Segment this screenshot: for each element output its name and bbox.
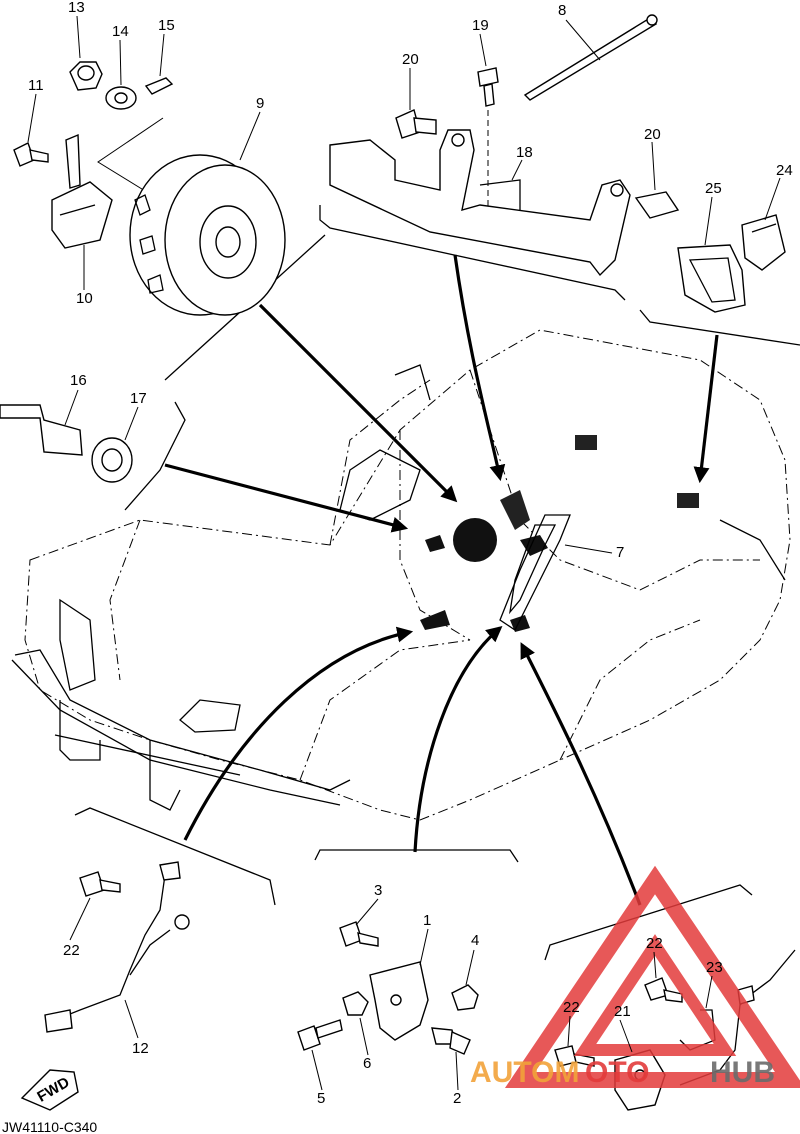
callout-5: 5	[317, 1090, 325, 1107]
part-6-nut	[342, 991, 369, 1016]
callout-17: 17	[130, 390, 147, 407]
callout-1: 1	[423, 912, 431, 929]
callout-22-left: 22	[63, 942, 80, 959]
part-17-socket	[91, 437, 133, 483]
part-9-flywheel	[129, 154, 286, 316]
center-cluster	[420, 490, 548, 632]
callout-leaders	[27, 15, 781, 1091]
part-16-bulb	[0, 404, 83, 456]
part-20-bolt-right	[634, 191, 680, 219]
part-15-key	[144, 77, 174, 95]
callout-10: 10	[76, 290, 93, 307]
watermark-text-left: AUTOM	[470, 1056, 579, 1089]
vehicle-body-outline	[24, 329, 791, 821]
part-8-cable-tie	[523, 14, 658, 101]
part-7-strap	[499, 514, 571, 631]
callout-9: 9	[256, 95, 264, 112]
part-4-nut	[451, 984, 479, 1011]
watermark-logo	[504, 865, 800, 1088]
callout-12: 12	[132, 1040, 149, 1057]
part-10-sensor	[51, 133, 113, 249]
callout-19: 19	[472, 17, 489, 34]
callout-7: 7	[616, 544, 624, 561]
callout-14: 14	[112, 23, 129, 40]
part-13-nut	[69, 61, 103, 91]
part-11-bolt	[13, 142, 49, 167]
watermark-text-middle: OTO	[585, 1056, 649, 1089]
callout-24: 24	[776, 162, 793, 179]
part-22-bolt-left	[79, 871, 121, 897]
callout-8: 8	[558, 2, 566, 19]
callout-11: 11	[28, 77, 44, 94]
callout-3: 3	[374, 882, 382, 899]
callout-23: 23	[706, 959, 723, 976]
group-brackets	[74, 205, 800, 961]
part-12-harness	[44, 861, 190, 1033]
connector-mount-lower	[677, 493, 699, 508]
part-22-bolt-right-lower	[554, 1045, 595, 1067]
part-18-bracket	[329, 129, 631, 277]
part-14-washer	[105, 86, 137, 110]
callout-labels: 1 2 3 4 5 6 7 8 9 10 11 12 13 14 15 16 1…	[28, 0, 793, 1107]
callout-4: 4	[471, 932, 479, 949]
part-1-bracket	[369, 961, 429, 1041]
callout-22-right-lower: 22	[563, 999, 580, 1016]
callout-22-right-upper: 22	[646, 935, 663, 952]
part-5-bolt	[297, 1019, 343, 1051]
callout-6: 6	[363, 1055, 371, 1072]
part-20-bolt-left	[395, 109, 437, 139]
connector-mount-upper	[575, 435, 597, 450]
part-22-bolt-right-upper	[644, 977, 683, 1003]
callout-2: 2	[453, 1090, 461, 1107]
callout-20-left: 20	[402, 51, 419, 68]
callout-25: 25	[705, 180, 722, 197]
callout-15: 15	[158, 17, 175, 34]
part-25-grommet	[677, 244, 746, 313]
diagram-code: JW41110-C340	[2, 1119, 97, 1134]
leader-arrows	[164, 254, 719, 906]
watermark-text-right: HUB	[710, 1056, 775, 1089]
part-9-dash-leader	[97, 117, 164, 195]
callout-21: 21	[614, 1003, 631, 1020]
callout-20-right: 20	[644, 126, 661, 143]
front-bumper	[11, 364, 786, 811]
part-24-connector	[741, 214, 786, 271]
part-3-bolt	[339, 921, 379, 947]
fwd-arrow: FWD	[20, 1069, 79, 1111]
callout-18: 18	[516, 144, 533, 161]
callout-16: 16	[70, 372, 87, 389]
part-2-bolt	[431, 1027, 471, 1055]
callout-13: 13	[68, 0, 85, 16]
part-19-bolt	[477, 67, 499, 210]
